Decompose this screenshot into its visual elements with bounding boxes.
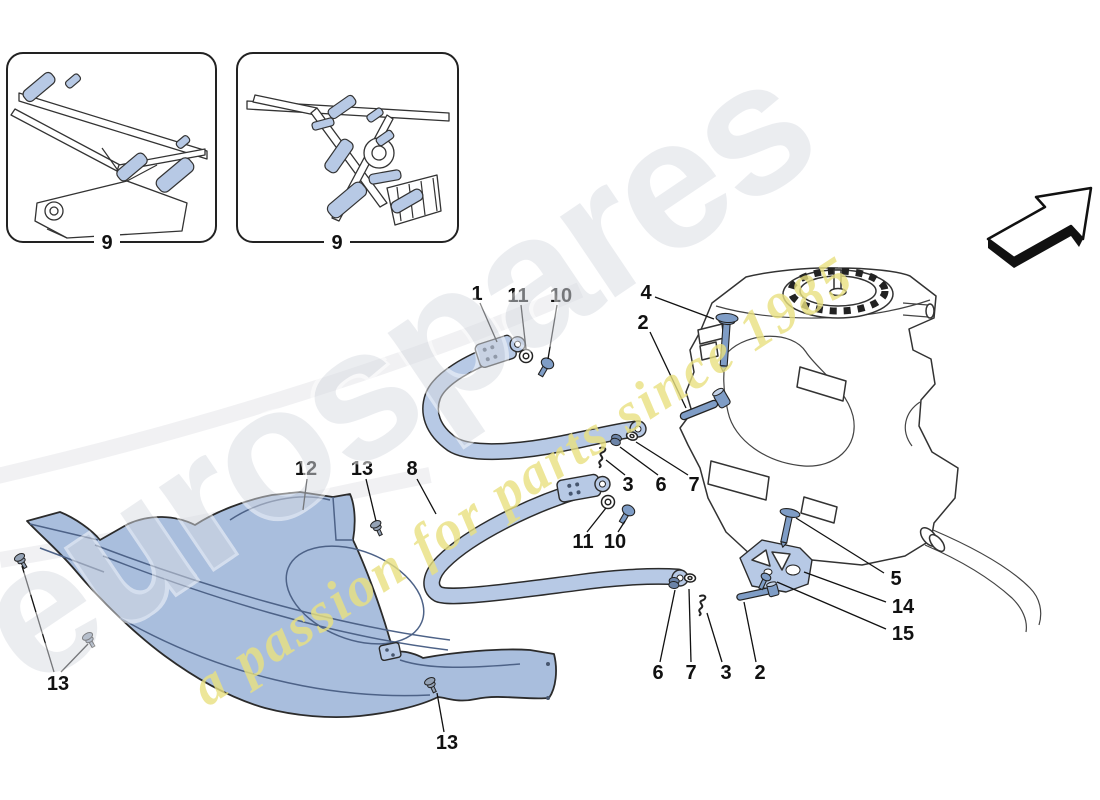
bolt-10-lower [618,504,636,525]
rivet-13-b [81,631,96,649]
callout-leader-line [659,589,676,663]
callout-11[interactable]: 11 [507,285,528,307]
callout-13[interactable]: 13 [436,732,458,754]
callout-6[interactable]: 6 [655,474,666,496]
insulation-pads [311,94,424,219]
tank-strap-upper [422,334,647,461]
washer-11-upper [518,348,534,364]
callout-leader-line [706,612,723,663]
callout-leader-line [654,296,715,320]
callout-12[interactable]: 12 [295,458,317,480]
rivet-13-d [424,677,437,694]
pin-2-upper [679,387,731,421]
callout-13[interactable]: 13 [351,458,373,480]
rivet-13-c [370,520,383,537]
clip-3-lower [698,594,707,617]
inset-frame-view-left [6,52,217,243]
callout-13[interactable]: 13 [47,673,69,695]
callout-leader-line [547,304,558,360]
clip-3-upper [598,446,607,469]
washer-11-lower [600,494,616,510]
callout-6[interactable]: 6 [652,662,663,684]
callout-leader-line [416,478,437,515]
callout-leader-line [619,446,659,476]
callout-leader-line [649,331,687,409]
bolt-4 [715,312,739,373]
callout-9[interactable]: 9 [101,232,112,254]
callout-2[interactable]: 2 [637,312,648,334]
callout-leader-line [605,459,626,476]
bolt-10-upper [537,357,555,378]
fuel-pump-locking-ring [782,267,894,319]
inset-frame-view-right [236,52,459,243]
tank-strap-lower [423,473,689,605]
callout-leader-line [617,520,626,533]
callout-2[interactable]: 2 [754,662,765,684]
callout-4[interactable]: 4 [640,282,652,304]
callout-9[interactable]: 9 [331,232,342,254]
callout-leader-line [776,581,887,630]
washer-7-lower [683,573,697,583]
callout-5[interactable]: 5 [890,568,901,590]
callout-8[interactable]: 8 [406,458,417,480]
strap-end-plate [556,473,611,503]
bolt-5 [779,508,801,548]
strap-end-plate [474,334,526,369]
callout-leader-line [479,302,498,343]
callout-leader-line [688,588,692,663]
callout-leader-line [803,571,887,603]
breather-pipe [902,302,935,319]
callout-leader-line [60,643,89,673]
callout-leader-line [520,304,527,350]
callout-14[interactable]: 14 [892,596,915,618]
bolt-15 [758,572,772,591]
fuel-tank [679,267,1042,633]
callout-leader-line [743,601,757,663]
callout-leader-line [635,441,689,476]
chassis-frame-thumbnail [10,92,208,239]
callout-10[interactable]: 10 [604,531,626,553]
callout-7[interactable]: 7 [688,474,699,496]
callout-3[interactable]: 3 [720,662,731,684]
insulation-pads [22,71,195,193]
callout-15[interactable]: 15 [892,623,914,645]
callout-11[interactable]: 11 [572,531,593,553]
tank-strap-guides [707,366,847,524]
callout-leader-line [302,478,308,511]
callout-10[interactable]: 10 [550,285,572,307]
pin-2-lower [736,581,780,601]
callout-label-bg [324,231,350,255]
grommet-6-lower [668,576,680,590]
rivet-13-a [13,552,28,570]
callout-1[interactable]: 1 [471,283,482,305]
callout-leader-line [365,478,377,522]
heat-shield-panel [26,491,557,719]
washer-7-upper [625,431,639,441]
direction-arrow [986,186,1093,268]
shield-mount-tab [378,641,402,662]
callout-leader-line [436,692,445,733]
support-bracket [739,539,813,593]
callout-leader-line [795,517,885,574]
callout-leader-line [586,507,607,533]
callout-label-bg [94,231,120,255]
heat-shield [26,491,557,719]
filler-hose [919,526,1042,633]
callout-3[interactable]: 3 [622,474,633,496]
callout-7[interactable]: 7 [685,662,696,684]
callout-leader-line [21,565,55,673]
